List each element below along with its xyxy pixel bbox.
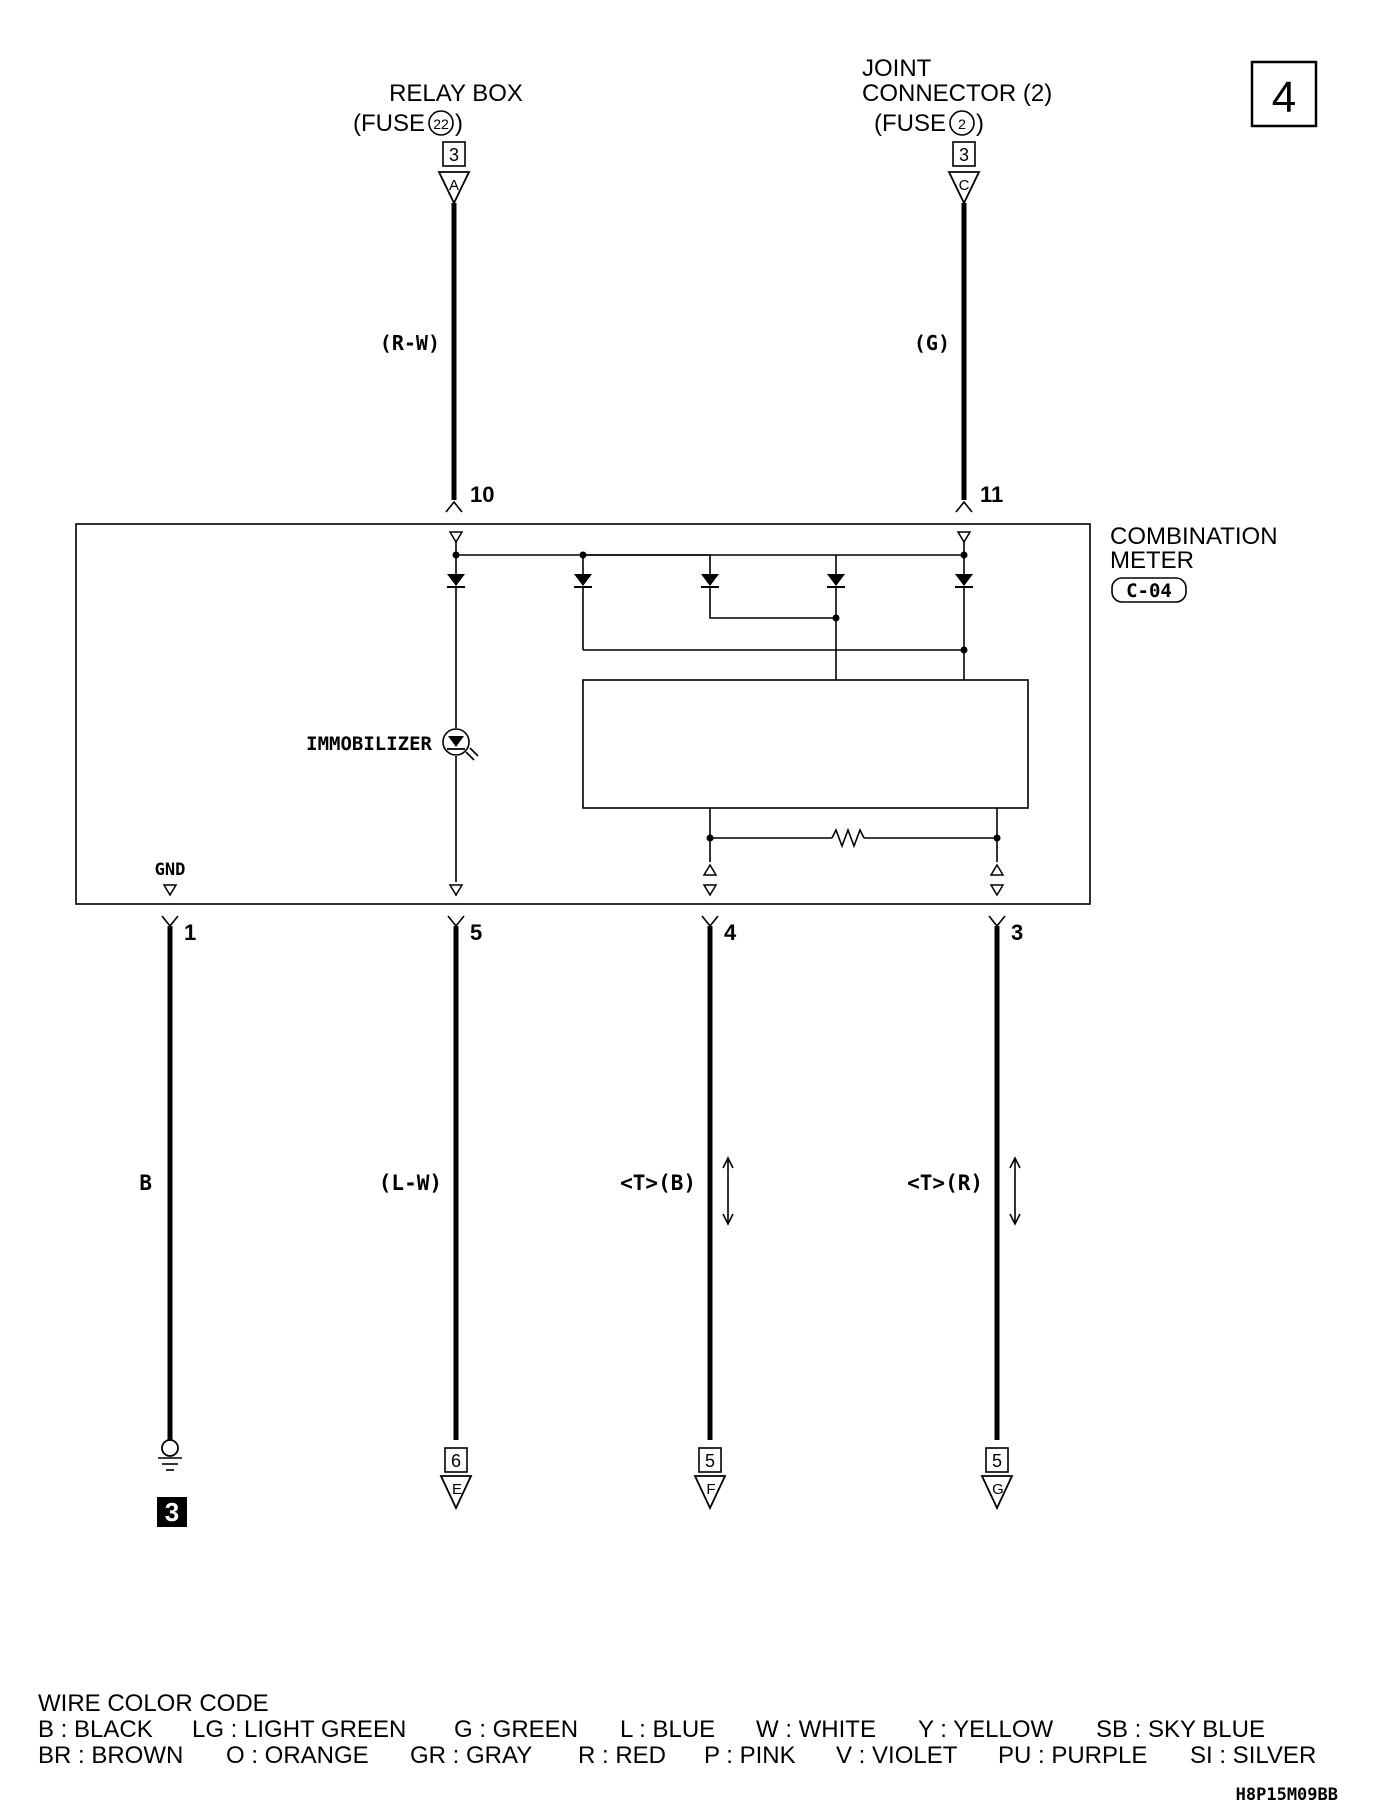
combination-meter-box — [75, 523, 1091, 905]
wire-color-legend: WIRE COLOR CODE B : BLACK LG : LIGHT GRE… — [38, 1690, 1316, 1769]
wire-g-label: (G) — [914, 331, 950, 355]
ground-ref-badge — [157, 1497, 187, 1527]
connector-f-letter: F — [706, 1481, 715, 1498]
legend-lg: LG : LIGHT GREEN — [192, 1716, 406, 1743]
connector-g-letter: G — [992, 1481, 1004, 1498]
wire-l-w-label: (L-W) — [379, 1171, 442, 1195]
ground-symbol-icon — [158, 1439, 182, 1471]
pin-5-label: 5 — [470, 920, 482, 945]
legend-br: BR : BROWN — [38, 1742, 183, 1769]
gnd-label: GND — [155, 860, 186, 880]
double-arrow-1-icon — [722, 1156, 734, 1226]
legend-w: W : WHITE — [756, 1716, 876, 1743]
pin-1-chevron-icon — [161, 915, 179, 928]
relay-box-source: RELAY BOX (FUSE 22 ) 3 A — [353, 80, 523, 206]
wire-b-label: B — [139, 1171, 152, 1195]
ground-ref: 3 — [165, 1497, 179, 1527]
joint-connector-fuse-number: 2 — [958, 116, 966, 132]
legend-r: R : RED — [578, 1742, 666, 1769]
pin-1-terminal-icon — [163, 884, 177, 896]
page-number-box: 4 — [1250, 60, 1318, 128]
legend-gr: GR : GRAY — [410, 1742, 532, 1769]
relay-box-fuse-number: 22 — [433, 116, 449, 132]
page-number: 4 — [1272, 73, 1296, 122]
pin-11-label: 11 — [980, 482, 1003, 507]
legend-title: WIRE COLOR CODE — [38, 1690, 269, 1717]
joint-connector-letter: C — [959, 177, 970, 194]
wire-t-r-label: <T>(R) — [907, 1171, 983, 1195]
pin-4-terminal-up-icon — [703, 864, 717, 876]
connector-e-letter: E — [452, 1481, 462, 1498]
relay-box-fuse-suffix: ) — [455, 110, 463, 137]
connector-code: C-04 — [1126, 580, 1172, 602]
diode-4-icon — [826, 573, 846, 588]
connector-e-page-ref: 6 — [451, 1451, 461, 1471]
combination-meter-label-1: COMBINATION — [1110, 523, 1278, 550]
pin-1-label: 1 — [184, 920, 196, 945]
legend-sb: SB : SKY BLUE — [1096, 1716, 1265, 1743]
wire-t-b-label: <T>(B) — [620, 1171, 696, 1195]
diode-3-icon — [700, 573, 720, 588]
legend-v: V : VIOLET — [836, 1742, 958, 1769]
joint-connector-fuse-prefix: (FUSE — [874, 110, 946, 137]
connector-badge — [1111, 577, 1187, 603]
connector-f-page-ref: 5 — [705, 1451, 715, 1471]
joint-connector-page-ref: 3 — [959, 145, 969, 165]
relay-box-label: RELAY BOX — [389, 80, 523, 107]
connector-g-page-ref: 5 — [992, 1451, 1002, 1471]
pin-10-chevron-icon — [445, 500, 463, 513]
wire-r-w-label: (R-W) — [380, 331, 440, 355]
pin-10-terminal-icon — [449, 531, 463, 543]
connector-arrow-e-icon — [439, 1475, 473, 1511]
relay-box-fuse-prefix: (FUSE — [353, 110, 425, 137]
legend-pu: PU : PURPLE — [998, 1742, 1147, 1769]
connector-arrow-g-icon — [980, 1475, 1014, 1511]
pin-5-chevron-icon — [447, 915, 465, 928]
diode-2-icon — [573, 573, 593, 588]
joint-connector-fuse-suffix: ) — [976, 110, 984, 137]
relay-box-page-ref: 3 — [449, 145, 459, 165]
legend-g: G : GREEN — [454, 1716, 578, 1743]
pin-11-chevron-icon — [955, 500, 973, 513]
legend-l: L : BLUE — [620, 1716, 715, 1743]
control-module-box — [582, 679, 1029, 809]
pin-3-terminal-icon — [990, 884, 1004, 896]
double-arrow-2-icon — [1009, 1156, 1021, 1226]
legend-p: P : PINK — [704, 1742, 796, 1769]
relay-box-letter: A — [449, 177, 459, 194]
pin-4-terminal-icon — [703, 884, 717, 896]
legend-si: SI : SILVER — [1190, 1742, 1316, 1769]
pin-4-label: 4 — [724, 920, 737, 945]
pin-3-label: 3 — [1011, 920, 1023, 945]
joint-connector-label-2: CONNECTOR (2) — [862, 80, 1052, 107]
resistor-icon — [831, 827, 865, 849]
pin-11-terminal-icon — [957, 531, 971, 543]
connector-arrow-f-icon — [693, 1475, 727, 1511]
joint-connector-label-1: JOINT — [862, 55, 932, 82]
pin-5-terminal-icon — [449, 884, 463, 896]
connector-f: 5 F — [693, 1447, 727, 1511]
legend-b: B : BLACK — [38, 1716, 153, 1743]
diode-1-icon — [446, 573, 466, 588]
legend-o: O : ORANGE — [226, 1742, 369, 1769]
pin-3-terminal-up-icon — [990, 864, 1004, 876]
figure-code: H8P15M09BB — [1236, 1785, 1338, 1805]
internal-circuit — [446, 542, 1029, 882]
pin-10-label: 10 — [470, 482, 494, 507]
combination-meter-label-2: METER — [1110, 547, 1194, 574]
joint-connector-source: JOINT CONNECTOR (2) (FUSE 2 ) 3 C — [862, 55, 1052, 206]
diode-5-icon — [954, 573, 974, 588]
legend-y: Y : YELLOW — [918, 1716, 1054, 1743]
connector-e: 6 E — [439, 1447, 473, 1511]
immobilizer-led-icon — [442, 728, 479, 761]
pin-3-chevron-icon — [988, 915, 1006, 928]
connector-arrow-c-icon — [947, 171, 981, 206]
connector-arrow-a-icon — [437, 171, 471, 206]
immobilizer-label: IMMOBILIZER — [306, 733, 432, 755]
connector-g: 5 G — [980, 1447, 1014, 1511]
pin-4-chevron-icon — [701, 915, 719, 928]
